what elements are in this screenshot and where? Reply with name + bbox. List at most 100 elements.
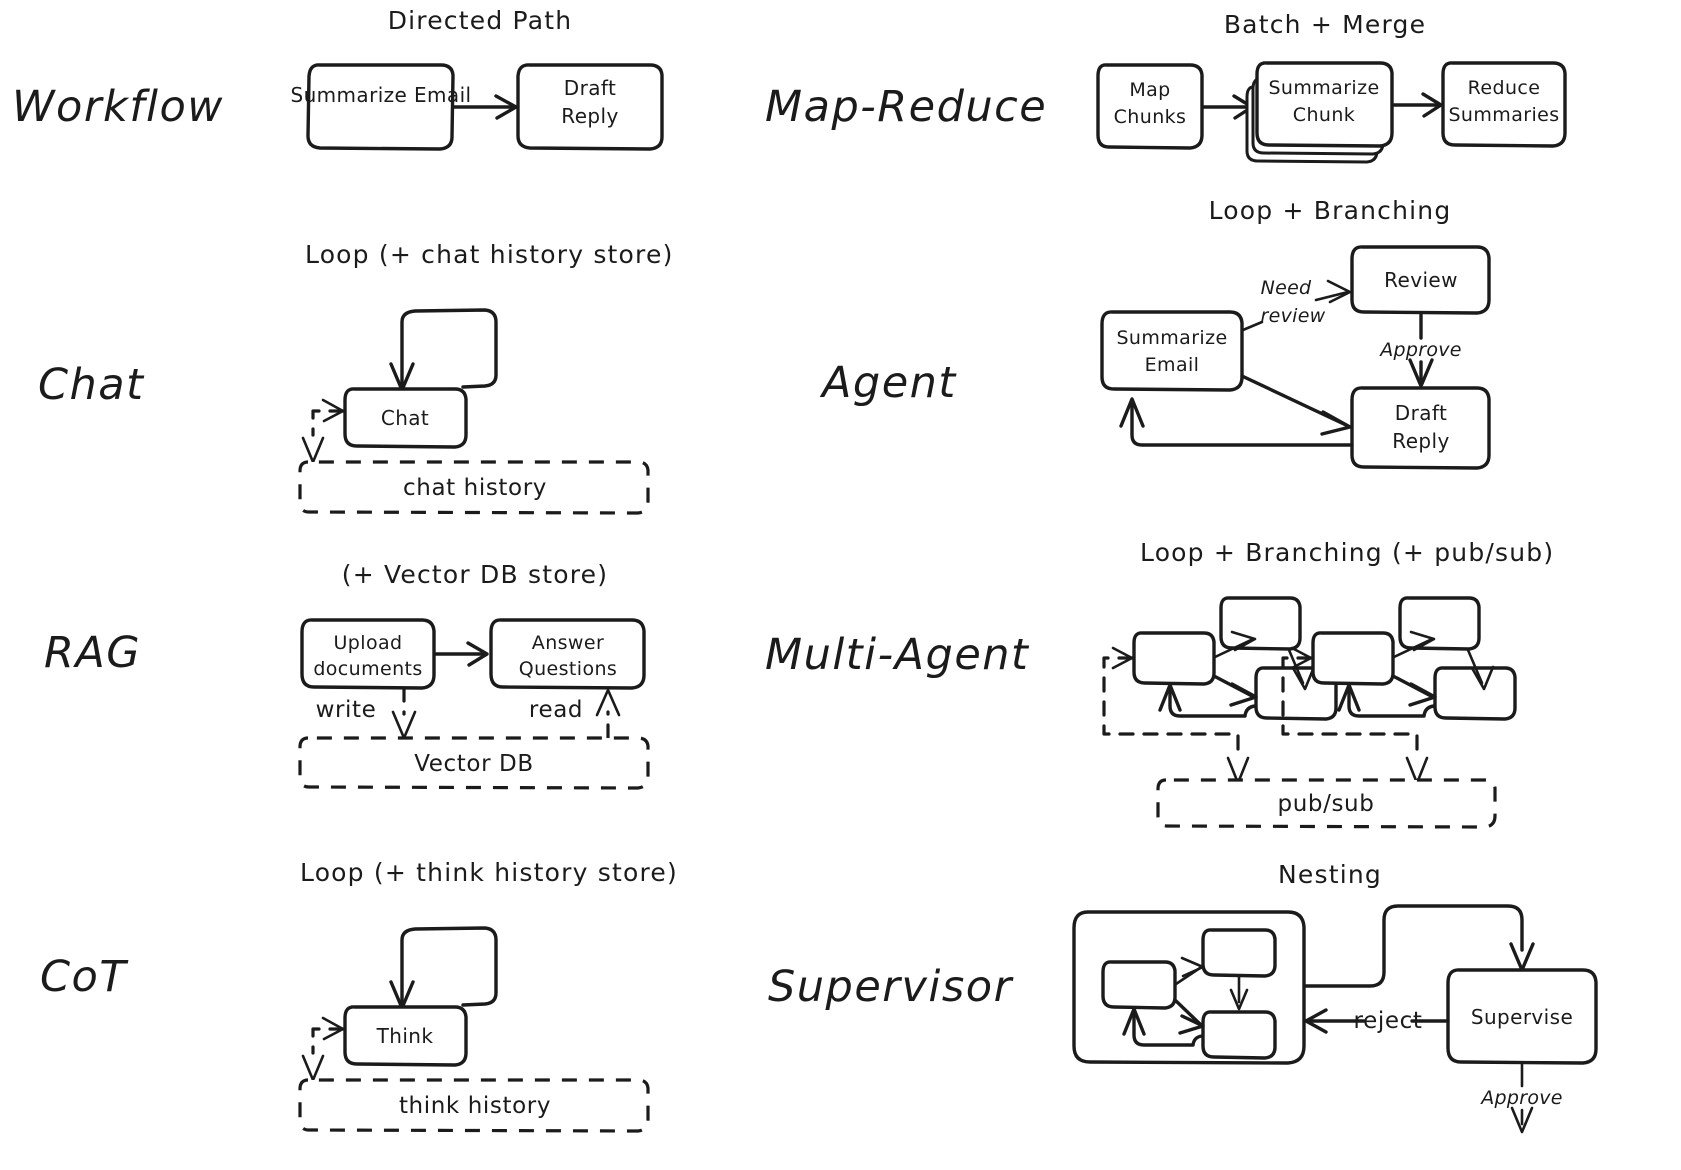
cluster-arrowhead [1337, 683, 1361, 712]
nested-arrowhead [1229, 988, 1249, 1011]
node-answer-questions: Answer Questions [489, 618, 646, 690]
cluster-edge-left-top [1392, 638, 1432, 659]
node-label: Draft [564, 76, 616, 100]
edge-approve-supervisor: Approve [1479, 1062, 1563, 1134]
store-chat-history: chat history [298, 460, 650, 515]
cluster-node-left [1132, 631, 1216, 686]
edge-label-approve: Approve [1479, 1087, 1563, 1109]
diagram-rag: Upload documents Answer Questions write … [298, 612, 658, 792]
row-label-multi-agent: Multi-Agent [765, 630, 1030, 680]
row-label-cot: CoT [40, 952, 128, 1002]
row-label-workflow: Workflow [12, 82, 224, 132]
cluster-edge-right-left [1168, 688, 1257, 718]
edge-label-write: write [316, 697, 377, 723]
store-pub-sub: pub/sub [1156, 778, 1497, 829]
pattern-title-directed-path: Directed Path [387, 6, 573, 35]
pattern-title-vector-db-store: (+ Vector DB store) [341, 560, 609, 589]
nested-node-left [1101, 960, 1177, 1010]
node-map-chunks: Map Chunks [1096, 63, 1204, 150]
pattern-title-batch-merge: Batch + Merge [1223, 10, 1427, 39]
store-label: think history [399, 1093, 551, 1119]
node-label: Chunk [1293, 104, 1355, 126]
node-label: Summarize [1268, 77, 1379, 99]
diagram-map-reduce: Map Chunks Summarize Chunk Reduce [1095, 55, 1567, 165]
node-label: Summarize Email [290, 83, 471, 107]
edge-chat-self-loop [389, 308, 498, 392]
node-summarize-email-agent: Summarize Email [1100, 310, 1244, 392]
node-label: Chat [381, 406, 429, 430]
edge-label-read: read [529, 697, 583, 723]
edge-approve-agent: Approve [1378, 313, 1462, 388]
edge-upload-to-answer [434, 641, 489, 667]
row-label-supervisor: Supervisor [768, 962, 1013, 1012]
node-label: Draft [1395, 401, 1447, 425]
diagram-workflow: Summarize Email Draft Reply [290, 58, 680, 168]
nested-arrowhead [1122, 1007, 1146, 1036]
node-label: Supervise [1471, 1005, 1573, 1029]
node-label: Map [1129, 79, 1170, 101]
nested-edge-left-right [1173, 998, 1202, 1026]
node-label: Answer [532, 632, 604, 654]
edge-reject: reject [1304, 1008, 1450, 1034]
nested-edge-right-left [1132, 1012, 1204, 1047]
node-think: Think [343, 1005, 468, 1067]
node-supervise: Supervise [1446, 968, 1598, 1065]
node-label: documents [313, 658, 422, 680]
node-label: Questions [519, 658, 617, 680]
edge-think-self-loop [389, 926, 498, 1010]
diagram-cot: Think think history [298, 898, 655, 1133]
pattern-title-loop-think: Loop (+ think history store) [300, 858, 678, 887]
node-reduce-summaries: Reduce Summaries [1441, 61, 1567, 148]
cluster-arrowhead-in [1290, 646, 1313, 670]
pattern-title-loop-branching: Loop + Branching [1208, 196, 1452, 225]
nested-arrowhead [1180, 956, 1205, 978]
edge-label-approve: Approve [1378, 339, 1462, 361]
edge-need-review: Need review [1241, 277, 1352, 332]
node-label: Upload [334, 632, 403, 654]
pattern-title-loop-branching-pubsub: Loop + Branching (+ pub/sub) [1140, 538, 1555, 567]
node-review: Review [1350, 245, 1491, 315]
node-label: Summaries [1448, 104, 1559, 126]
node-summarize-email: Summarize Email [290, 63, 471, 151]
store-vector-db: Vector DB [298, 736, 650, 790]
node-label: Reply [1392, 429, 1449, 453]
diagram-chat: Chat chat history [298, 280, 655, 515]
node-label: Chunks [1114, 106, 1187, 128]
cluster-dashed-out [1281, 656, 1419, 762]
node-chat: Chat [343, 387, 468, 449]
pattern-title-nesting: Nesting [1278, 860, 1382, 889]
row-label-chat: Chat [38, 360, 145, 410]
row-label-map-reduce: Map-Reduce [765, 82, 1048, 132]
edge-summarize-to-draft [452, 94, 518, 120]
store-label: pub/sub [1278, 791, 1375, 817]
nested-node-top [1201, 928, 1277, 978]
cluster-arrowhead [1229, 682, 1258, 707]
edge-summarize-to-draft-agent [1240, 374, 1352, 436]
edge-label-reject: reject [1354, 1008, 1423, 1034]
node-draft-reply: Draft Reply [516, 63, 664, 151]
edge-summarize-to-reduce [1392, 92, 1443, 118]
diagram-supervisor: Supervise reject Approve [1060, 902, 1620, 1170]
nested-arrowhead [1178, 1014, 1205, 1035]
edge-map-to-summarize [1202, 94, 1254, 120]
cluster-arrowhead [1409, 630, 1436, 652]
store-think-history: think history [298, 1078, 650, 1133]
row-label-agent: Agent [822, 358, 957, 408]
cluster-edge-left-top [1213, 638, 1253, 659]
cluster-arrowhead [1291, 665, 1316, 691]
node-label: Reduce [1468, 77, 1541, 99]
cluster-node-left [1311, 631, 1395, 686]
cluster-arrowhead [1408, 682, 1437, 707]
store-label: chat history [403, 475, 547, 501]
edge-think-history-dashed [301, 1016, 345, 1082]
edge-chat-history-dashed [301, 398, 345, 464]
node-label: Think [376, 1024, 434, 1048]
node-draft-reply-agent: Draft Reply [1350, 386, 1491, 470]
agent-cluster-a [1102, 596, 1338, 785]
edge-draft-back-to-summarize [1119, 397, 1354, 447]
edge-label-need: Need [1261, 277, 1312, 299]
diagram-multi-agent: pub/sub [1102, 588, 1528, 829]
edge-write-to-vector-db: write [316, 686, 417, 740]
diagram-agent: Review Need review Summarize Email Appro… [1090, 240, 1520, 485]
node-label: Email [1145, 354, 1200, 376]
